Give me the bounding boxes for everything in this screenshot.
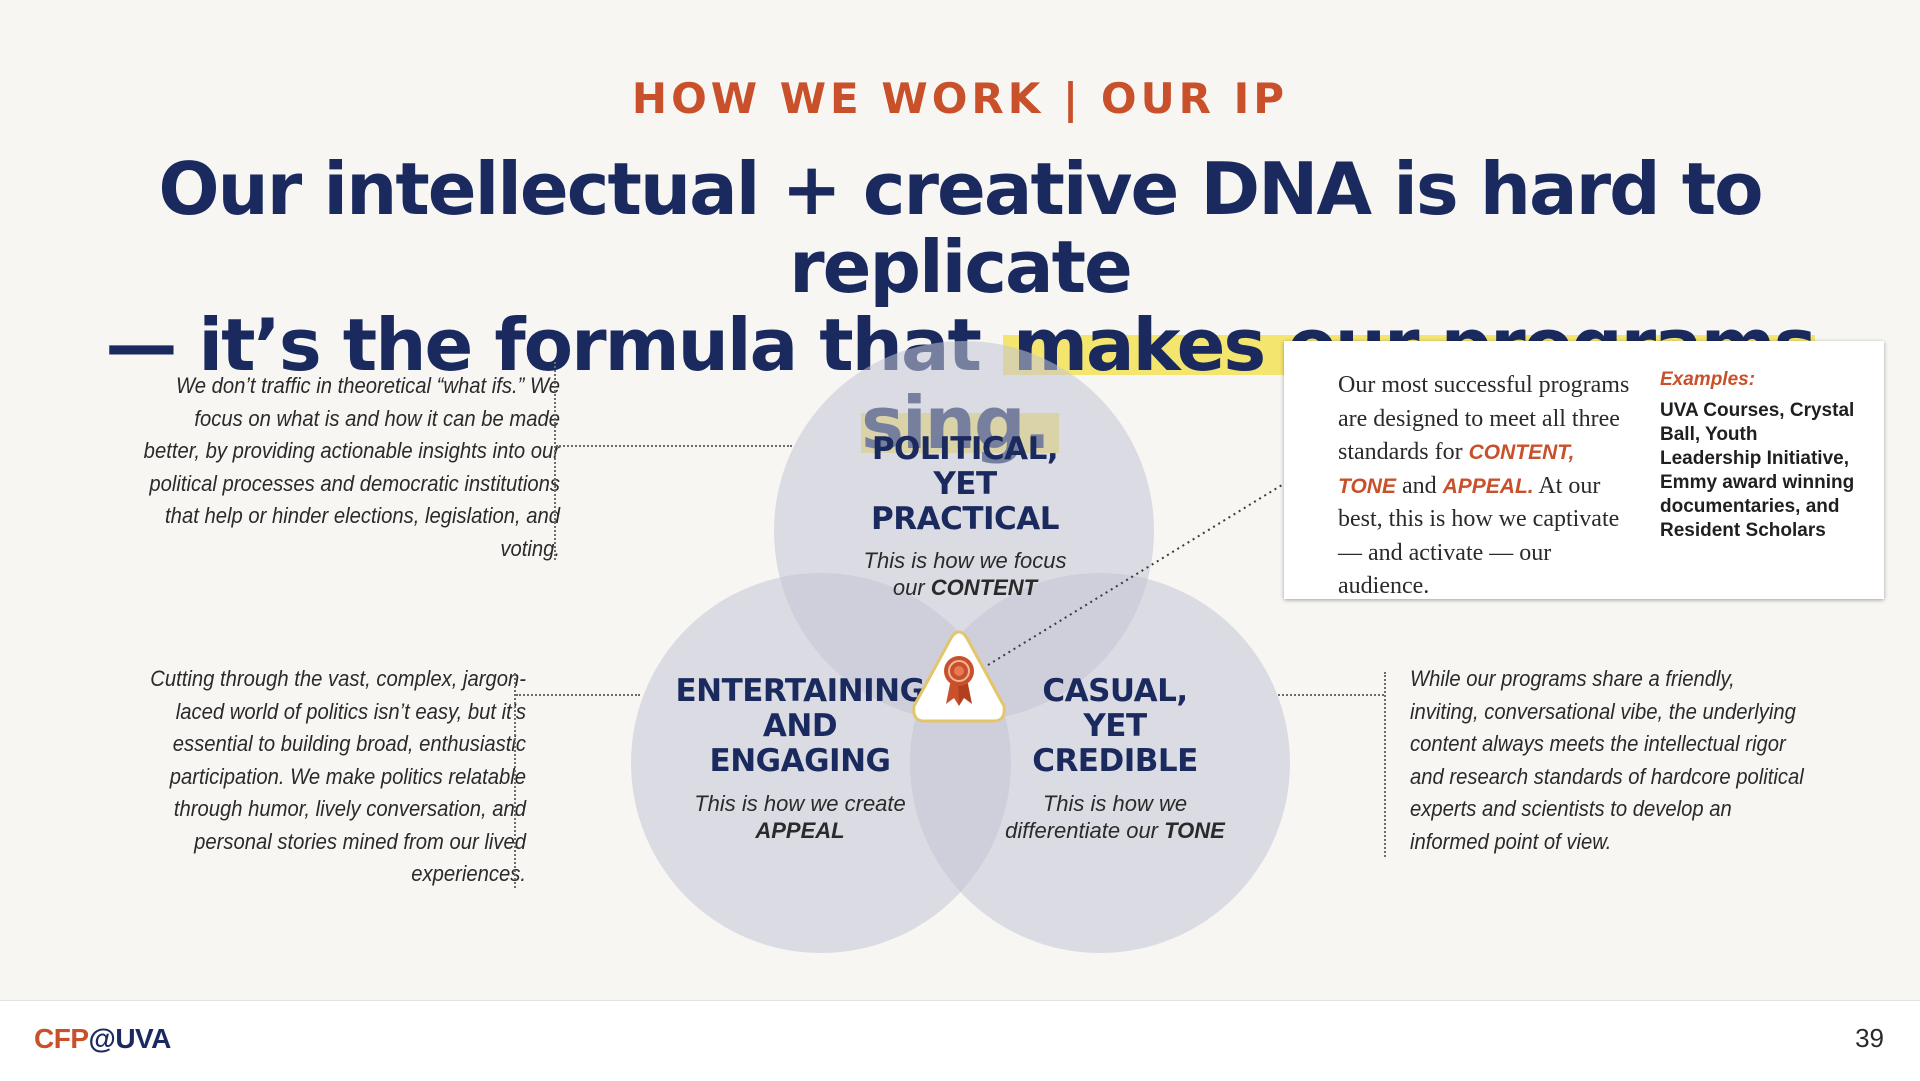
- examples-card-emphasis-1: CONTENT, TONE: [1338, 441, 1575, 498]
- venn-circle-tone: [910, 573, 1290, 953]
- examples-card: Our most successful programs are designe…: [1284, 341, 1884, 599]
- pointer-connector: [987, 462, 1317, 666]
- venn-subtitle-appeal: This is how we create APPEAL: [690, 790, 910, 844]
- appeal-connector-line: [516, 694, 640, 696]
- page-number: 39: [1855, 1023, 1884, 1053]
- footer: CFP@UVA 39: [0, 1000, 1920, 1081]
- examples-card-text-2: and: [1395, 472, 1443, 499]
- section-kicker: HOW WE WORK | OUR IP: [631, 74, 1289, 123]
- tone-description: While our programs share a friendly, inv…: [1410, 666, 1804, 854]
- venn-subtitle-tone-lead: This is how we differentiate our: [1005, 791, 1188, 843]
- examples-label: Examples:: [1660, 369, 1756, 390]
- venn-subtitle-content: This is how we focus our CONTENT: [845, 547, 1085, 601]
- award-ribbon-icon: [912, 630, 1006, 723]
- headline-line-2-lead: — it’s the formula that: [105, 303, 1004, 387]
- appeal-description: Cutting through the vast, complex, jargo…: [150, 666, 526, 886]
- venn-title-appeal: ENTERTAINING AND ENGAGING: [675, 673, 925, 779]
- venn-subtitle-content-lead: This is how we focus our: [863, 548, 1067, 600]
- venn-key-content: CONTENT: [930, 575, 1038, 600]
- headline-line-1: Our intellectual + creative DNA is hard …: [158, 147, 1763, 309]
- content-divider-line: [554, 362, 556, 560]
- logo-at: @: [88, 1023, 116, 1054]
- content-description: We don’t traffic in theoretical “what if…: [143, 373, 561, 561]
- examples-card-text-1: Our most successful programs are designe…: [1338, 372, 1630, 465]
- tone-connector-line: [1278, 694, 1384, 696]
- appeal-divider-line: [514, 673, 516, 888]
- venn-subtitle-appeal-lead: This is how we create: [694, 791, 906, 816]
- examples-card-text: Our most successful programs are designe…: [1338, 369, 1638, 604]
- venn-subtitle-tone: This is how we differentiate our TONE: [1000, 790, 1230, 844]
- slide: HOW WE WORK | OUR IP Our intellectual + …: [105, 74, 1884, 953]
- venn-key-appeal: APPEAL: [755, 818, 845, 843]
- examples-list: UVA Courses, Crystal Ball, Youth Leaders…: [1660, 400, 1855, 541]
- logo-uva: UVA: [115, 1023, 171, 1054]
- venn-title-tone: CASUAL, YET CREDIBLE: [1032, 673, 1198, 779]
- cfp-uva-logo: CFP@UVA: [34, 1023, 171, 1055]
- logo-cfp: CFP: [34, 1023, 89, 1054]
- examples-card-text-3: At our best, this is how we captivate — …: [1338, 472, 1620, 600]
- content-connector-line: [556, 445, 792, 447]
- tone-divider-line: [1384, 672, 1386, 857]
- venn-key-tone: TONE: [1164, 818, 1225, 843]
- venn-title-content: POLITICAL, YET PRACTICAL: [870, 431, 1060, 537]
- examples-card-emphasis-2: APPEAL.: [1442, 474, 1534, 498]
